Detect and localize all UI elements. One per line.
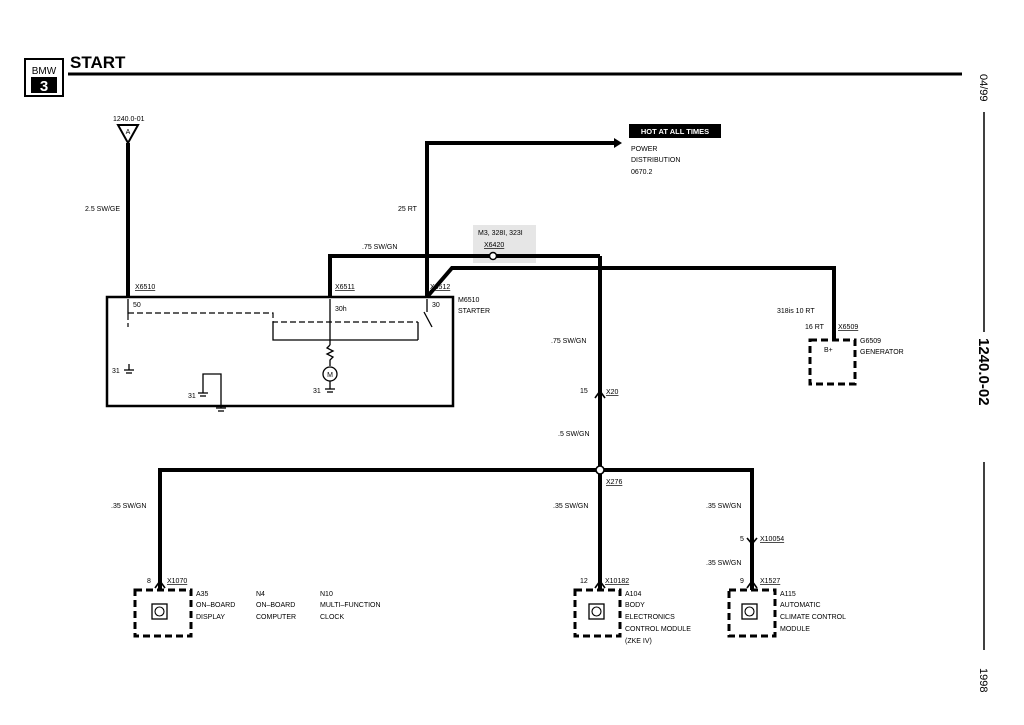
ref-page-label: 1240.0-01: [113, 116, 145, 123]
svg-text:5: 5: [740, 536, 744, 543]
logo-model: 3: [40, 78, 48, 95]
label-n10: N10 MULTI–FUNCTION CLOCK: [320, 591, 383, 621]
connector-x1527-icon: [746, 579, 758, 589]
label-a104: A104 BODY ELECTRONICS CONTROL MODULE (ZK…: [625, 591, 693, 645]
splice-note: M3, 328I, 323I: [478, 230, 523, 237]
pin-labels: 50 30h 30 31 31 31 15 8 12 5 9 B+: [112, 302, 833, 585]
svg-text:31: 31: [313, 388, 321, 395]
wire-label-25rt: 25 RT: [398, 206, 418, 213]
connector-labels: X6510 X6511 X6512 X6420 X6509 X20 X276 X…: [135, 242, 858, 585]
svg-text:X10054: X10054: [760, 536, 784, 543]
ref-arrow-icon: [116, 124, 140, 146]
module-a104-box: [573, 588, 622, 638]
svg-text:12: 12: [580, 578, 588, 585]
wire-25-rt: [425, 141, 614, 297]
svg-text:X20: X20: [606, 389, 619, 396]
svg-text:X276: X276: [606, 479, 622, 486]
splice-x6420-icon: [488, 251, 498, 261]
label-a35: A35 ON–BOARD DISPLAY: [196, 591, 237, 621]
svg-text:15: 15: [580, 388, 588, 395]
wire-label-5swgn: .5 SW/GN: [558, 431, 590, 438]
hot-label-box: [629, 124, 721, 138]
ref-arrow-letter: A: [126, 129, 131, 136]
bmw-logo: BMW 3: [24, 58, 64, 97]
svg-text:X6420: X6420: [484, 242, 504, 249]
motor-letter: M: [327, 372, 333, 379]
logo-brand: BMW: [32, 66, 57, 77]
svg-text:X1527: X1527: [760, 578, 780, 585]
svg-text:9: 9: [740, 578, 744, 585]
connector-x10182-icon: [594, 579, 606, 589]
page-title: START: [70, 53, 126, 72]
connector-x10054-icon: [746, 537, 758, 546]
connector-x20-icon: [594, 389, 606, 399]
note-318is: 318is 10 RT: [777, 308, 815, 315]
label-generator: G6509 GENERATOR: [860, 338, 904, 356]
wire-label-75-mid: .75 SW/GN: [551, 338, 586, 345]
svg-text:31: 31: [112, 368, 120, 375]
svg-text:31: 31: [188, 393, 196, 400]
wire-label-35-mid: .35 SW/GN: [553, 503, 588, 510]
module-a115-box: [727, 588, 777, 638]
svg-text:X6509: X6509: [838, 324, 858, 331]
wire-label-75-top: .75 SW/GN: [362, 244, 397, 251]
starter-box: M: [105, 295, 455, 412]
module-a35-box: [133, 588, 193, 638]
wire-35-bus: [158, 468, 754, 590]
svg-text:50: 50: [133, 302, 141, 309]
power-arrow-icon: [614, 138, 622, 148]
svg-text:X6511: X6511: [335, 284, 355, 291]
wire-generator-feed: [425, 266, 836, 340]
svg-text:30h: 30h: [335, 306, 347, 313]
side-page-ref: 1240.0-02: [975, 338, 992, 406]
wire-label-25swge: 2.5 SW/GE: [85, 206, 120, 213]
wire-label-35-right-a: .35 SW/GN: [706, 503, 741, 510]
svg-text:X10182: X10182: [605, 578, 629, 585]
svg-text:X6510: X6510: [135, 284, 155, 291]
label-starter: M6510 STARTER: [458, 297, 490, 315]
side-date: 04/99: [977, 74, 989, 102]
connector-x1070-icon: [154, 579, 166, 589]
wire-75-swgn-top: [328, 254, 600, 297]
wire-label-35-right-b: .35 SW/GN: [706, 560, 741, 567]
side-year: 1998: [977, 668, 989, 692]
svg-text:X6512: X6512: [430, 284, 450, 291]
wire-label-16rt: 16 RT: [805, 324, 825, 331]
splice-x276-icon: [595, 465, 605, 475]
svg-text:30: 30: [432, 302, 440, 309]
hot-label: HOT AT ALL TIMES: [641, 127, 709, 136]
svg-text:8: 8: [147, 578, 151, 585]
svg-text:X1070: X1070: [167, 578, 187, 585]
label-a115: A115 AUTOMATIC CLIMATE CONTROL MODULE: [780, 591, 848, 633]
power-distribution-label: POWER DISTRIBUTION 0670.2: [631, 146, 682, 176]
svg-text:B+: B+: [824, 347, 833, 354]
wires: [126, 141, 836, 590]
label-n4: N4 ON–BOARD COMPUTER: [256, 591, 297, 621]
wire-label-35-left: .35 SW/GN: [111, 503, 146, 510]
generator-box: [808, 338, 857, 386]
